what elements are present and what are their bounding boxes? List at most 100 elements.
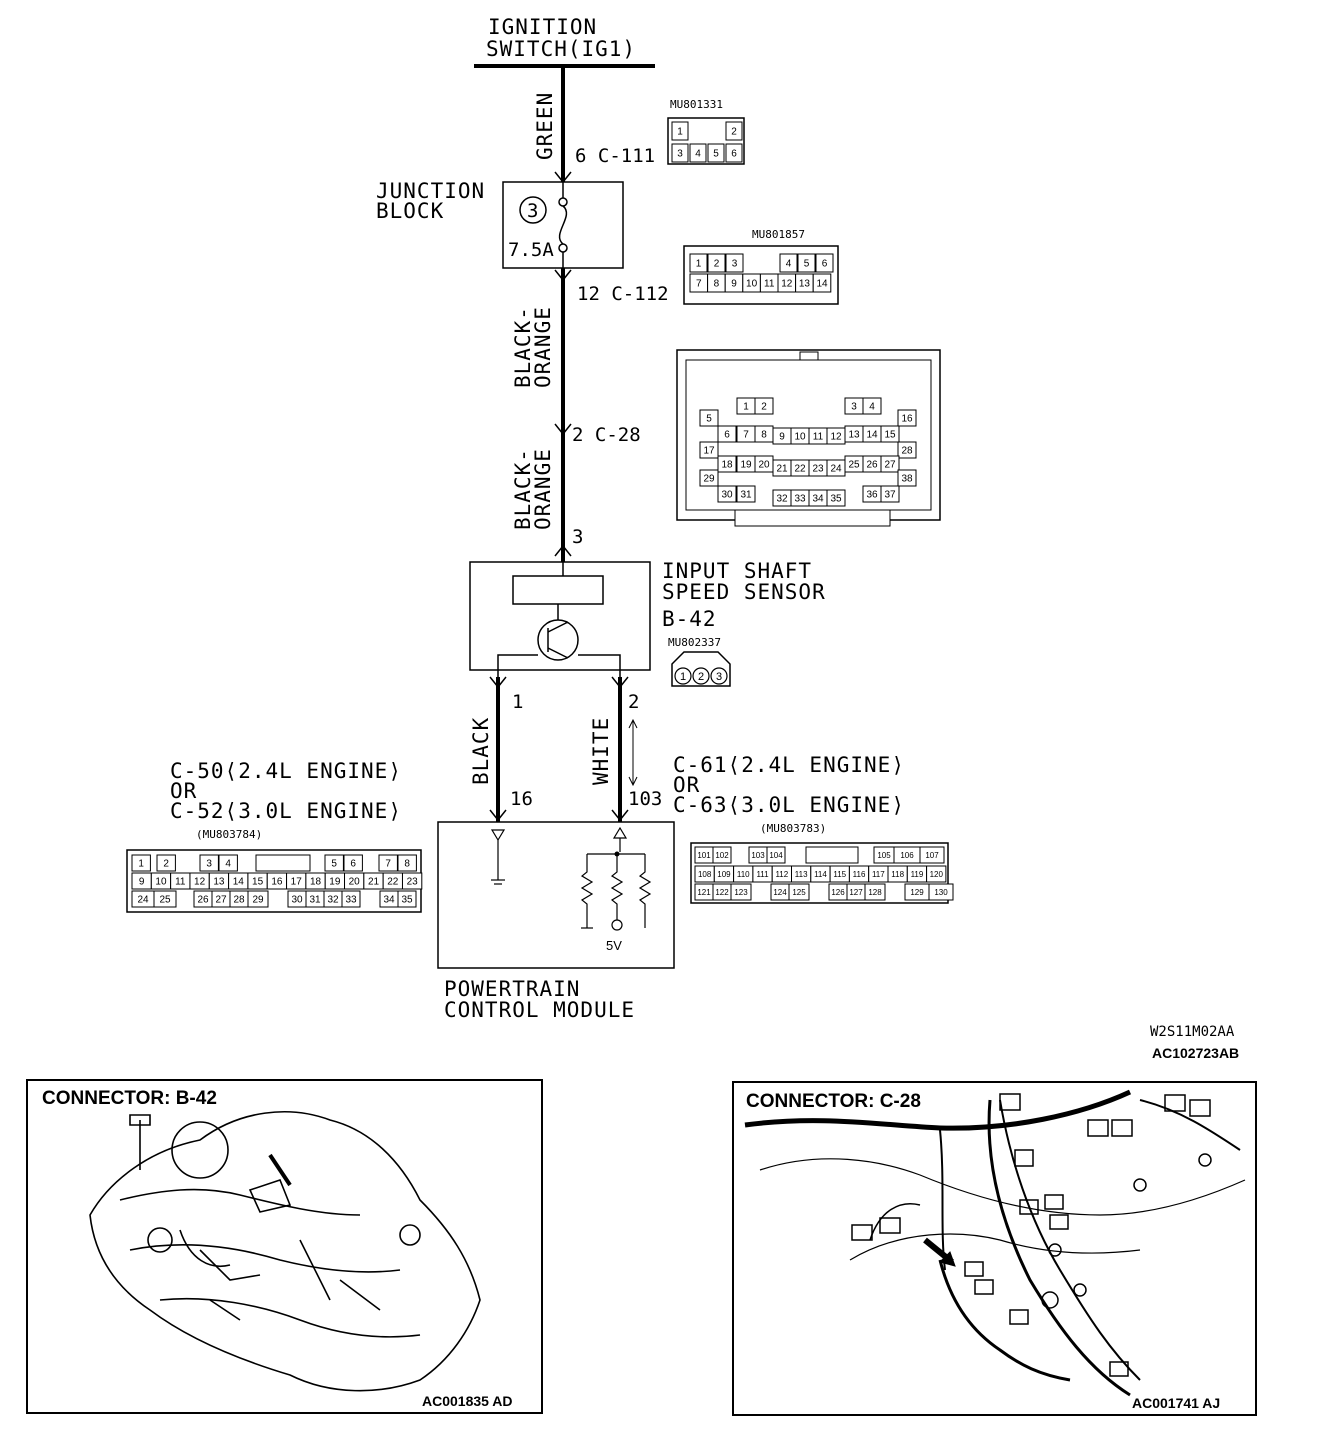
junction-block-line2: BLOCK — [376, 199, 444, 223]
wire-label-black: BLACK- — [511, 306, 535, 388]
connector-pin-number: 16 — [901, 414, 913, 425]
connector-pin-number: 6 — [822, 259, 828, 270]
connector-cell — [699, 469, 719, 487]
b42-pin — [710, 667, 728, 685]
connector-cell — [815, 253, 834, 273]
connector-pin-number: 1 — [696, 259, 702, 270]
connector-pin-number: 7 — [696, 279, 702, 290]
connector-code-left-pcm: (MU803784) — [196, 828, 262, 841]
fuse-terminal-top — [558, 197, 568, 207]
connector-pin-number: 9 — [779, 432, 785, 443]
connector-pin-number: 32 — [327, 895, 339, 906]
connector-pin-number: 118 — [891, 870, 904, 879]
pin-label-sensor-3: 3 — [572, 526, 583, 548]
connector-pin-number: 5 — [706, 414, 712, 425]
connector-pin-number: 3 — [732, 259, 738, 270]
pcm-5v-terminal — [611, 919, 623, 931]
connector-pin-number: 28 — [233, 895, 245, 906]
pcm-box — [437, 821, 675, 969]
pcm-resistor-1 — [580, 854, 594, 928]
connector-pin-number: 8 — [761, 430, 767, 441]
sensor-pin1-arrow — [489, 676, 507, 689]
connector-cell — [725, 253, 744, 273]
main-wires — [554, 66, 572, 562]
connector-pin-number: 6 — [731, 149, 737, 160]
connector-pin-number: 30 — [721, 490, 733, 501]
connector-pin-number: 26 — [866, 460, 878, 471]
sensor-line2: SPEED SENSOR — [662, 580, 826, 604]
c28-arrow — [554, 423, 572, 436]
left-pcm-connector: C-50⟨2.4L ENGINE⟩ OR C-52⟨3.0L ENGINE⟩ (… — [126, 759, 423, 913]
connector-pin-number: 14 — [866, 430, 878, 441]
connector-cell — [788, 883, 810, 901]
connector-pin-number: 125 — [792, 888, 806, 897]
connector-code-b42: MU802337 — [668, 636, 721, 649]
wire-label-black-orange-2: BLACK- ORANGE — [511, 448, 555, 530]
pcm-pin16-arrow — [489, 809, 507, 822]
connector-cell — [926, 865, 947, 883]
transistor-symbol — [537, 619, 579, 661]
connector-cell — [897, 409, 917, 427]
connector-pin-number: 4 — [786, 259, 792, 270]
connector-cell — [779, 253, 798, 273]
connector-cell — [812, 273, 832, 293]
c112-arrow — [554, 269, 572, 282]
connector-cell — [717, 455, 737, 473]
harness-illustration — [744, 1089, 1246, 1397]
connector-pin-number: 38 — [901, 474, 913, 485]
ignition-line2: SWITCH(IG1) — [486, 37, 636, 61]
connector-pin-number: 9 — [139, 877, 145, 888]
connector-pin-number: 33 — [345, 895, 357, 906]
connector-cell — [341, 890, 361, 908]
connector-pin-number: 31 — [309, 895, 321, 906]
connector-cell — [397, 890, 417, 908]
connector-cell — [707, 143, 725, 163]
sensor-line1: INPUT SHAFT — [662, 559, 812, 583]
fuse-number: 3 — [527, 200, 538, 222]
connector-cell — [919, 846, 945, 864]
b42-pin — [692, 667, 710, 685]
connector-cell — [712, 846, 732, 864]
connector-pin-number: 2 — [714, 259, 720, 270]
connector-pin-number: 116 — [853, 870, 866, 879]
panel-b42-frame — [26, 1079, 543, 1414]
connector-pin-number: 23 — [407, 877, 419, 888]
connector-pin-number: 24 — [137, 895, 149, 906]
figure-code: AC102723AB — [1152, 1045, 1239, 1061]
fuse-element — [558, 205, 568, 245]
double-arrow-down — [628, 776, 638, 787]
connector-pin-number: 28 — [901, 446, 913, 457]
connector-pin-number: 2 — [163, 859, 169, 870]
connector-pin-number: 29 — [703, 474, 715, 485]
lower-wires — [489, 676, 638, 822]
connector-pin-number: 101 — [697, 851, 711, 860]
connector-pin-number: 8 — [404, 859, 410, 870]
connector-pin-number: 5 — [804, 259, 810, 270]
ignition-switch: IGNITION SWITCH(IG1) — [474, 15, 655, 68]
connector-cell — [324, 854, 344, 872]
connector-pin-number: 19 — [329, 877, 341, 888]
connector-pin-number: 3 — [206, 859, 212, 870]
transistor-emitter — [547, 647, 569, 659]
sensor-pin3-arrow — [554, 544, 572, 557]
connector-pin-number: 108 — [698, 870, 712, 879]
powertrain-control-module: 5V POWERTRAIN CONTROL MODULE — [437, 821, 675, 1022]
connector-pin-number: 106 — [900, 851, 914, 860]
transaxle-illustration — [89, 1111, 481, 1392]
connector-cell — [826, 489, 846, 507]
connector-cell — [725, 143, 743, 163]
connector-pin-number: 30 — [291, 895, 303, 906]
connector-pin-number: 127 — [849, 888, 863, 897]
connector-pin-number: 13 — [848, 430, 860, 441]
connector-code-c111: MU801331 — [670, 98, 723, 111]
connector-pin-number: 21 — [776, 464, 788, 475]
connector-pin-number: 1 — [138, 859, 144, 870]
connector-pin-number: 13 — [799, 279, 811, 290]
connector-pin-number: 14 — [233, 877, 245, 888]
connector-pin-number: 12 — [830, 432, 842, 443]
